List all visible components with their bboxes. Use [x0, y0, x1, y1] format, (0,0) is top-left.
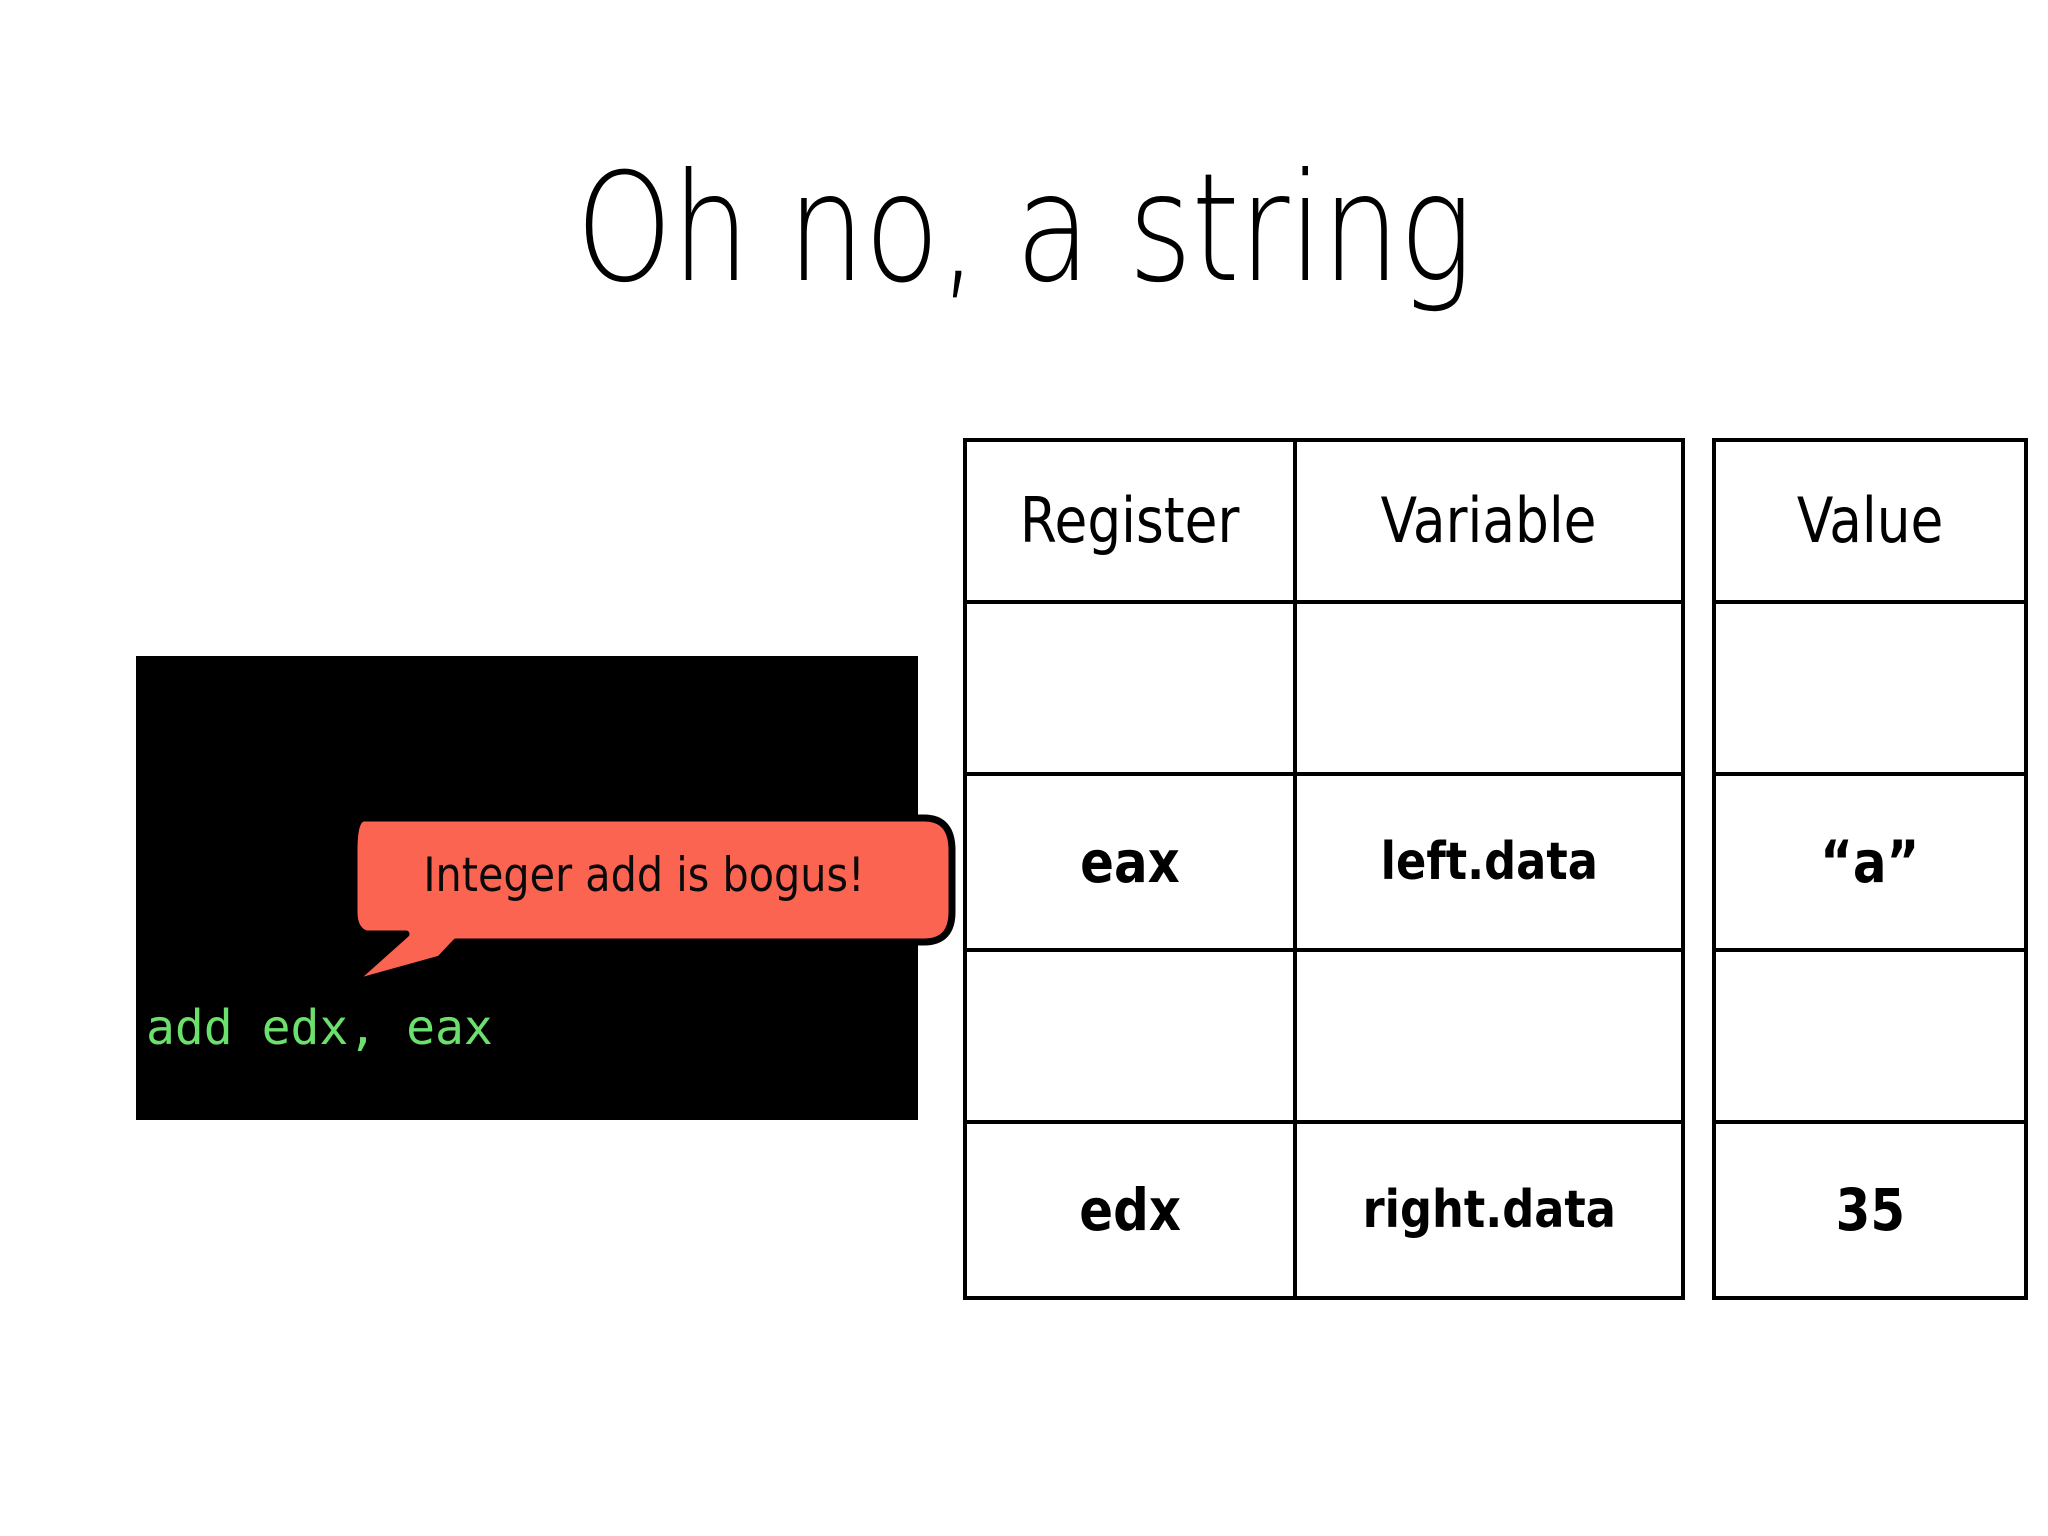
header-cell-register: Register — [963, 438, 1297, 604]
cell-variable-empty-1 — [1293, 600, 1685, 776]
value-table: Value “a” 35 — [1712, 438, 2028, 1300]
cell-register-eax: eax — [963, 772, 1297, 952]
table-row — [1712, 948, 2028, 1124]
register-variable-table: Register Variable eax left.dat — [963, 438, 1685, 1300]
cell-value: right.data — [1362, 1180, 1616, 1240]
cell-variable-left-data: left.data — [1293, 772, 1685, 952]
table-row — [963, 948, 1685, 1124]
table-header-row: Register Variable — [963, 438, 1685, 604]
cell-value: 35 — [1835, 1176, 1905, 1244]
page-title: Oh no, a string — [575, 142, 1473, 316]
cell-value-empty-1 — [1712, 600, 2028, 776]
cell-value-35: 35 — [1712, 1120, 2028, 1300]
cell-value: eax — [1080, 828, 1180, 896]
table-row — [1712, 600, 2028, 776]
callout-bubble-shape — [346, 814, 956, 988]
cell-value: edx — [1079, 1176, 1181, 1244]
header-label-variable: Variable — [1381, 484, 1597, 557]
cell-register-empty-2 — [963, 948, 1297, 1124]
cell-register-edx: edx — [963, 1120, 1297, 1300]
table-row: eax left.data — [963, 772, 1685, 952]
callout-bubble-label: Integer add is bogus! — [423, 847, 865, 903]
callout-bubble: Integer add is bogus! — [344, 808, 974, 988]
header-cell-value: Value — [1712, 438, 2028, 604]
cell-register-empty-1 — [963, 600, 1297, 776]
header-label-value: Value — [1796, 484, 1944, 557]
cell-value-a: “a” — [1712, 772, 2028, 952]
cell-variable-right-data: right.data — [1293, 1120, 1685, 1300]
table-row — [963, 600, 1685, 776]
table-row: 35 — [1712, 1120, 2028, 1300]
cell-value: “a” — [1820, 828, 1920, 896]
cell-variable-empty-2 — [1293, 948, 1685, 1124]
assembly-code-line: add edx, eax — [146, 1000, 493, 1056]
table-row: “a” — [1712, 772, 2028, 952]
table-row: edx right.data — [963, 1120, 1685, 1300]
header-cell-variable: Variable — [1293, 438, 1685, 604]
table-header-row: Value — [1712, 438, 2028, 604]
cell-value-empty-2 — [1712, 948, 2028, 1124]
header-label-register: Register — [1020, 484, 1240, 557]
cell-value: left.data — [1380, 832, 1598, 892]
